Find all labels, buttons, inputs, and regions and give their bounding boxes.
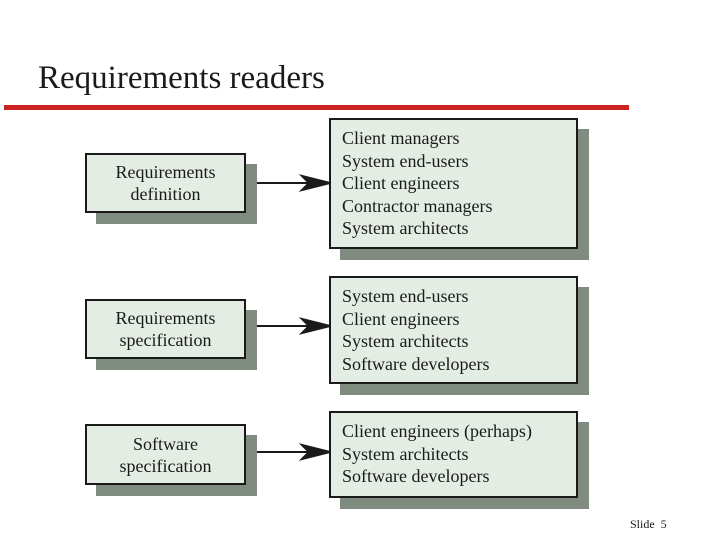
reader-item: System end-users: [342, 150, 469, 171]
document-box-software-specification: Software specification: [85, 424, 246, 485]
slide-number-label: Slide: [630, 517, 655, 531]
document-label-line-2: specification: [119, 330, 212, 350]
reader-item: System architects: [342, 331, 469, 351]
reader-item: Software developers: [342, 466, 490, 486]
document-box-requirements-definition: Requirements definition: [85, 153, 246, 213]
title-underline: [4, 105, 629, 110]
reader-item: Client engineers: [342, 173, 460, 193]
arrow-definition-head: [298, 174, 331, 192]
document-box-requirements-specification: Requirements specification: [85, 299, 246, 359]
reader-item: System architects: [342, 218, 469, 238]
reader-item: Client managers: [342, 128, 460, 148]
arrow-sw-spec-head: [298, 443, 331, 461]
reader-item: System end-users: [342, 286, 469, 306]
readers-box-software-specification: Client engineers (perhaps) System archit…: [329, 411, 578, 498]
document-label-line-1: Software: [133, 433, 198, 454]
document-label-line-2: definition: [130, 184, 201, 204]
readers-box-requirements-specification: System end-users Client engineers System…: [329, 276, 578, 384]
reader-item: System architects: [342, 443, 469, 464]
reader-item: Software developers: [342, 353, 490, 374]
slide-number: Slide 5: [630, 517, 667, 532]
reader-item: Client engineers (perhaps): [342, 421, 532, 441]
reader-item: Client engineers: [342, 308, 460, 329]
document-label-line-1: Requirements: [115, 308, 216, 328]
slide-title: Requirements readers: [38, 60, 325, 96]
document-label-line-2: specification: [119, 455, 212, 476]
document-label-line-1: Requirements: [115, 162, 216, 182]
readers-box-requirements-definition: Client managers System end-users Client …: [329, 118, 578, 249]
slide-number-value: 5: [660, 517, 667, 531]
reader-item: Contractor managers: [342, 195, 493, 216]
arrow-req-spec-head: [298, 317, 331, 335]
